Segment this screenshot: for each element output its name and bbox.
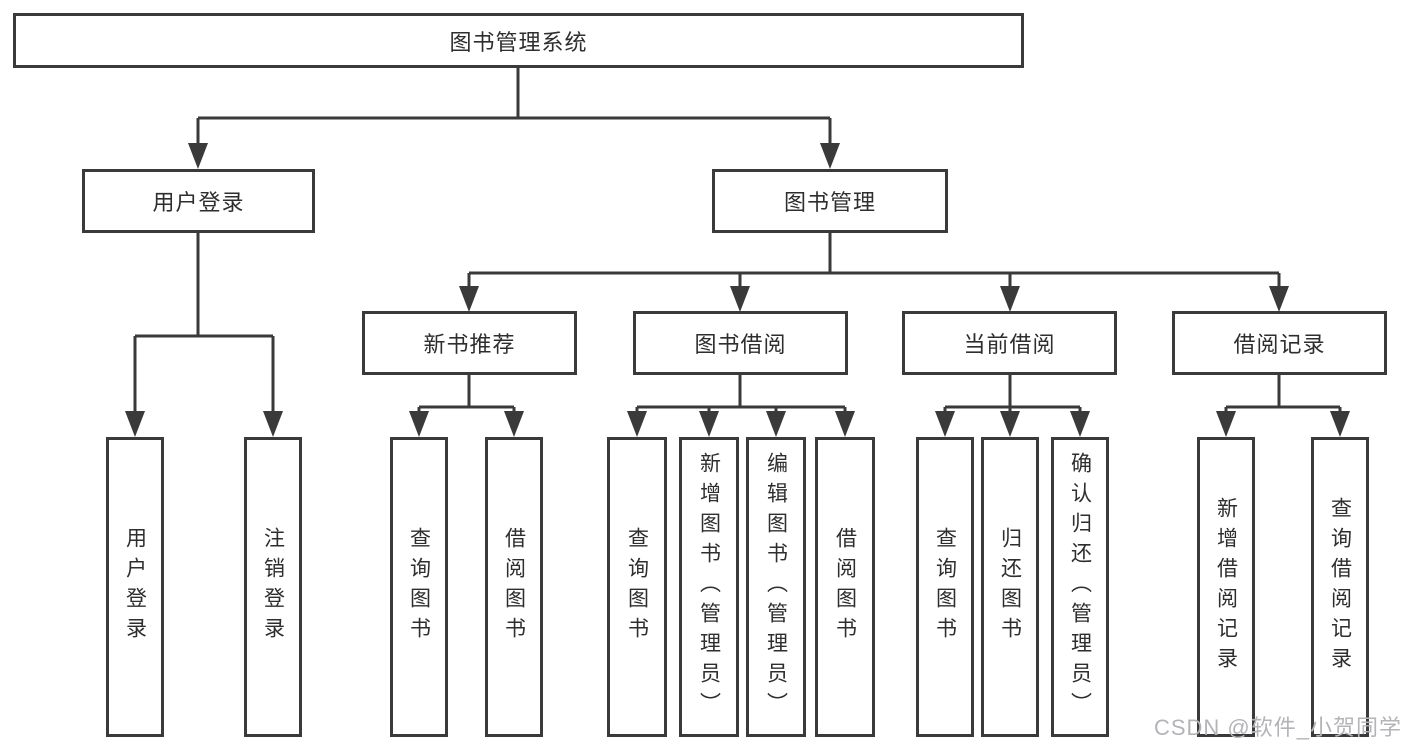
node-current-borrow: 当前借阅 [902, 311, 1117, 375]
node-book-management: 图书管理 [712, 169, 948, 233]
node-new-book-recommend: 新书推荐 [362, 311, 577, 375]
node-label: 用户登录 [152, 190, 245, 215]
node-label: 查询图书 [933, 527, 957, 647]
leaf-edit-book-admin: 编辑图书（管理员） [746, 437, 806, 737]
node-label: 用户登录 [123, 527, 147, 647]
node-label: 图书管理 [783, 190, 876, 215]
node-label: 借阅图书 [833, 527, 857, 647]
leaf-user-login: 用户登录 [106, 437, 164, 737]
node-user-login: 用户登录 [82, 169, 315, 233]
node-label: 查询图书 [625, 527, 649, 647]
leaf-borrow-book: 借阅图书 [815, 437, 875, 737]
leaf-query-book-borrow: 查询图书 [607, 437, 667, 737]
node-label: 借阅图书 [502, 527, 526, 647]
leaf-borrow-book-recommend: 借阅图书 [485, 437, 543, 737]
node-label: 归还图书 [998, 527, 1022, 647]
leaf-query-book-current: 查询图书 [916, 437, 974, 737]
node-label: 确认归还（管理员） [1068, 452, 1092, 722]
leaf-query-book-recommend: 查询图书 [390, 437, 448, 737]
leaf-return-book: 归还图书 [981, 437, 1039, 737]
leaf-query-borrow-record: 查询借阅记录 [1311, 437, 1369, 737]
node-label: 查询借阅记录 [1328, 497, 1352, 677]
node-label: 新书推荐 [423, 332, 516, 357]
node-book-borrow: 图书借阅 [633, 311, 848, 375]
node-label: 当前借阅 [963, 332, 1056, 357]
leaf-confirm-return-admin: 确认归还（管理员） [1051, 437, 1109, 737]
node-label: 借阅记录 [1233, 332, 1326, 357]
node-label: 图书管理系统 [449, 29, 588, 55]
node-label: 注销登录 [261, 527, 285, 647]
node-label: 查询图书 [407, 527, 431, 647]
node-label: 新增借阅记录 [1214, 497, 1238, 677]
node-label: 编辑图书（管理员） [764, 452, 788, 722]
node-label: 新增图书（管理员） [697, 452, 721, 722]
leaf-add-book-admin: 新增图书（管理员） [679, 437, 739, 737]
csdn-watermark: CSDN @软件_小贺同学 [1153, 715, 1402, 740]
leaf-add-borrow-record: 新增借阅记录 [1197, 437, 1255, 737]
node-borrow-records: 借阅记录 [1172, 311, 1387, 375]
node-label: 图书借阅 [694, 332, 787, 357]
node-library-management-system: 图书管理系统 [13, 13, 1024, 68]
leaf-logout: 注销登录 [244, 437, 302, 737]
